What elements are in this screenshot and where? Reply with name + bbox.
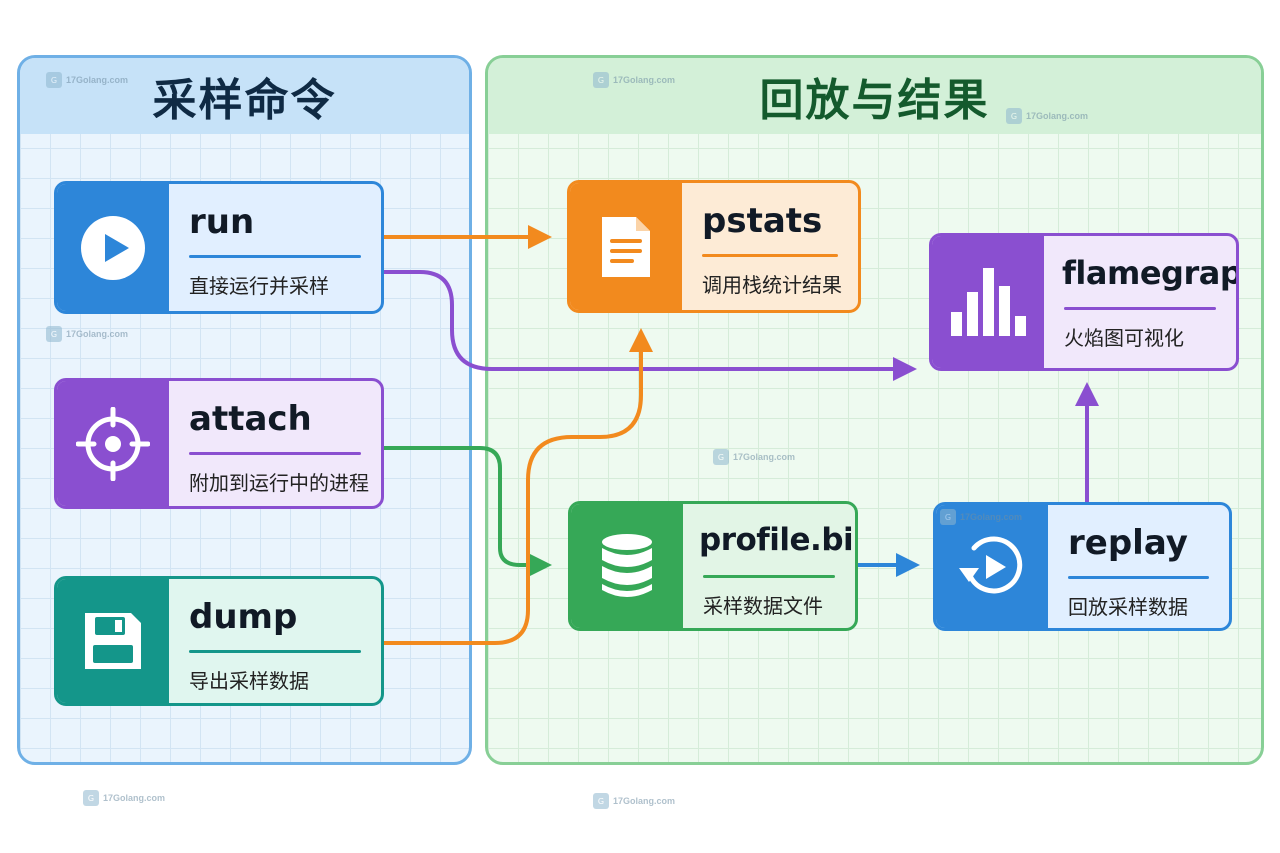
run-title: run bbox=[189, 202, 255, 242]
arrow-dump-to-pstats bbox=[384, 328, 653, 645]
run-node[interactable]: run 直接运行并采样 bbox=[54, 181, 384, 314]
watermark-logo-icon: G bbox=[713, 449, 729, 465]
watermark-7: G 17Golang.com bbox=[83, 790, 165, 806]
watermark-logo-icon: G bbox=[46, 326, 62, 342]
watermark-3: G 17Golang.com bbox=[1006, 108, 1088, 124]
arrow-run-to-flamegraph bbox=[384, 270, 917, 381]
watermark-5: G 17Golang.com bbox=[713, 449, 795, 465]
watermark-logo-icon: G bbox=[46, 72, 62, 88]
pstats-divider bbox=[702, 254, 838, 257]
watermark-4: G 17Golang.com bbox=[46, 326, 128, 342]
watermark-logo-icon: G bbox=[593, 793, 609, 809]
watermark-logo-icon: G bbox=[593, 72, 609, 88]
watermark-8: G 17Golang.com bbox=[593, 793, 675, 809]
replay-icon bbox=[936, 505, 1048, 628]
watermark-logo-icon: G bbox=[940, 509, 956, 525]
flamegraph-title: flamegraph bbox=[1062, 254, 1236, 292]
profile-bin-node[interactable]: profile.bin 采样数据文件 bbox=[568, 501, 858, 631]
watermark-logo-icon: G bbox=[1006, 108, 1022, 124]
save-disk-icon bbox=[57, 579, 169, 703]
dump-description: 导出采样数据 bbox=[189, 669, 309, 693]
attach-node[interactable]: attach 附加到运行中的进程 bbox=[54, 378, 384, 509]
sampling-commands-title: 采样命令 bbox=[20, 58, 469, 134]
replay-results-title: 回放与结果 bbox=[488, 58, 1261, 134]
pstats-node[interactable]: pstats 调用栈统计结果 bbox=[567, 180, 861, 313]
run-description: 直接运行并采样 bbox=[189, 274, 329, 298]
replay-node[interactable]: replay 回放采样数据 bbox=[933, 502, 1232, 631]
attach-title: attach bbox=[189, 399, 312, 439]
replay-divider bbox=[1068, 576, 1209, 579]
profile-bin-description: 采样数据文件 bbox=[703, 594, 823, 618]
flamegraph-node[interactable]: flamegraph 火焰图可视化 bbox=[929, 233, 1239, 371]
run-divider bbox=[189, 255, 361, 258]
attach-divider bbox=[189, 452, 361, 455]
flamegraph-description: 火焰图可视化 bbox=[1064, 326, 1184, 350]
flamegraph-divider bbox=[1064, 307, 1216, 310]
document-icon bbox=[570, 183, 682, 310]
dump-node[interactable]: dump 导出采样数据 bbox=[54, 576, 384, 706]
watermark-logo-icon: G bbox=[83, 790, 99, 806]
watermark-1: G 17Golang.com bbox=[46, 72, 128, 88]
watermark-2: G 17Golang.com bbox=[593, 72, 675, 88]
play-icon bbox=[57, 184, 169, 311]
profile-bin-divider bbox=[703, 575, 835, 578]
pstats-description: 调用栈统计结果 bbox=[702, 273, 842, 297]
bar-chart-icon bbox=[932, 236, 1044, 368]
attach-description: 附加到运行中的进程 bbox=[189, 471, 369, 495]
pstats-title: pstats bbox=[702, 201, 823, 241]
profile-bin-title: profile.bin bbox=[699, 522, 858, 558]
replay-title: replay bbox=[1068, 523, 1188, 563]
replay-description: 回放采样数据 bbox=[1068, 595, 1188, 619]
replay-results-panel: 回放与结果 bbox=[485, 55, 1264, 765]
dump-title: dump bbox=[189, 597, 298, 637]
arrow-attach-to-profile bbox=[384, 446, 552, 577]
dump-divider bbox=[189, 650, 361, 653]
crosshair-icon bbox=[57, 381, 169, 506]
database-icon bbox=[571, 504, 683, 628]
watermark-6: G 17Golang.com bbox=[940, 509, 1022, 525]
